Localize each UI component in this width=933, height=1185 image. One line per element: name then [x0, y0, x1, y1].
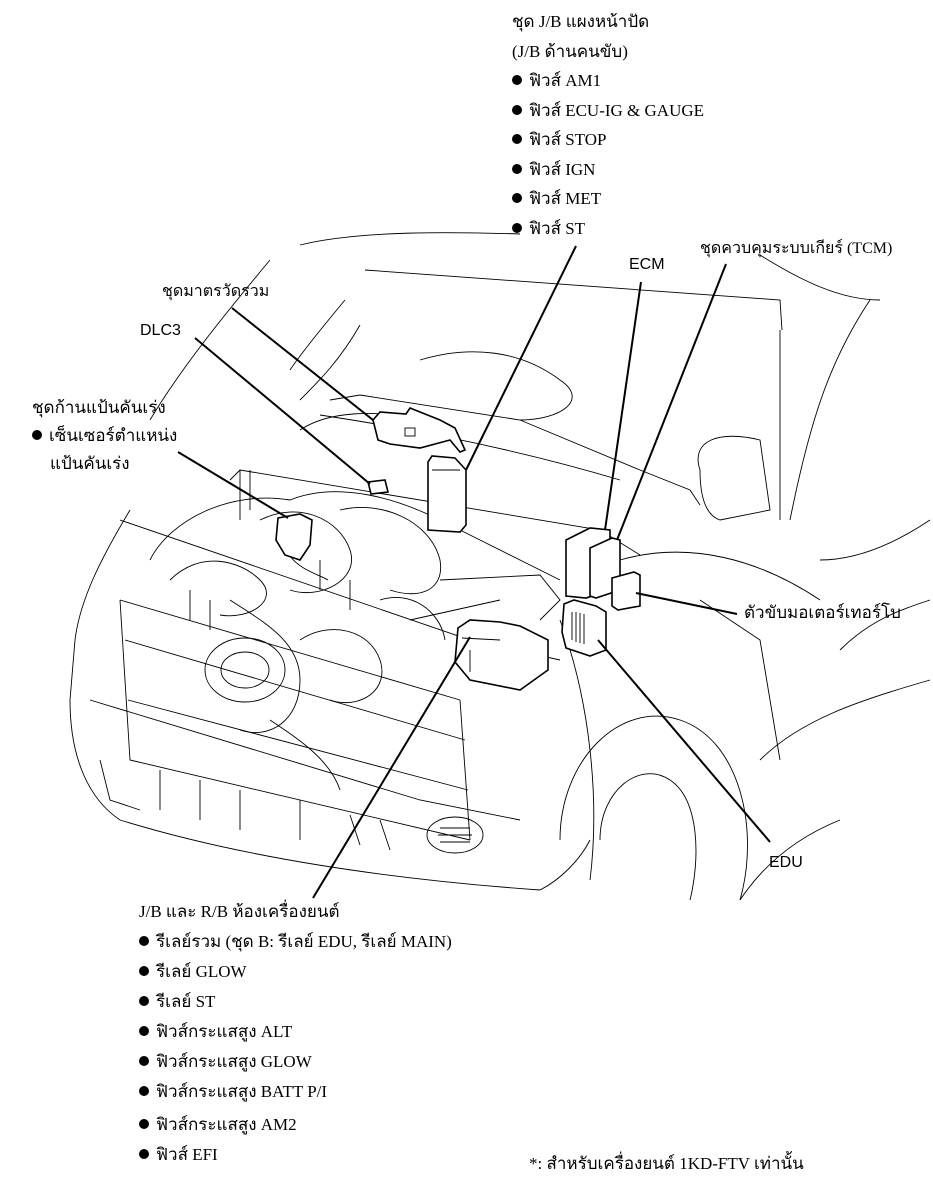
- bullet-icon: [512, 104, 522, 115]
- bullet-icon: [139, 1086, 149, 1097]
- list-item: ฟิวส์ STOP: [512, 125, 704, 155]
- leader-engine-room-jb-rb: [312, 636, 471, 899]
- list-item: ฟิวส์กระแสสูง ALT: [139, 1017, 452, 1047]
- bullet-icon: [139, 936, 149, 947]
- bullet-icon: [512, 193, 522, 204]
- leader-jb-instrument-panel: [465, 245, 577, 471]
- bullet-icon: [512, 134, 522, 145]
- engine-room-jb-rb-part: [454, 619, 549, 691]
- bullet-icon: [139, 1119, 149, 1130]
- label-ecm: ECM: [629, 256, 665, 273]
- jb-instrument-panel-subtitle: (J/B ด้านคนขับ): [512, 41, 628, 61]
- bullet-icon: [139, 1026, 149, 1037]
- leader-ecm: [604, 281, 642, 531]
- list-item: ฟิวส์ EFI: [139, 1140, 452, 1170]
- bullet-icon: [139, 966, 149, 977]
- leader-tcm: [616, 263, 727, 541]
- bullet-icon: [512, 163, 522, 174]
- combination-meter-part: [372, 407, 467, 453]
- list-item: ฟิวส์ ST: [512, 214, 704, 244]
- list-item: เซ็นเซอร์ตำแหน่ง: [32, 422, 177, 450]
- label-engine-room-jb-rb: J/B และ R/B ห้องเครื่องยนต์ รีเลย์รวม (ช…: [139, 897, 452, 1170]
- list-item: รีเลย์รวม (ชุด B: รีเลย์ EDU, รีเลย์ MAI…: [139, 927, 452, 957]
- leader-combination-meter: [231, 307, 374, 421]
- jb-instrument-panel-title: ชุด J/B แผงหน้าปัด: [512, 12, 650, 31]
- list-item: รีเลย์ ST: [139, 987, 452, 1017]
- bullet-icon: [512, 222, 522, 233]
- bullet-icon: [32, 430, 42, 441]
- label-turbo-motor-driver: ตัวขับมอเตอร์เทอร์โบ: [744, 603, 901, 622]
- label-jb-instrument-panel: ชุด J/B แผงหน้าปัด (J/B ด้านคนขับ) ฟิวส์…: [512, 7, 704, 243]
- list-item: ฟิวส์ ECU-IG & GAUGE: [512, 96, 704, 126]
- leader-accelerator-pedal: [177, 451, 289, 519]
- leader-lines: [177, 245, 771, 899]
- leader-turbo-motor-driver: [635, 592, 738, 615]
- label-dlc3: DLC3: [140, 322, 181, 339]
- turbo-motor-driver-part: [611, 571, 641, 611]
- label-combination-meter: ชุดมาตรวัดรวม: [162, 283, 270, 300]
- leader-edu: [597, 639, 771, 843]
- label-edu: EDU: [769, 854, 803, 871]
- list-item: ฟิวส์กระแสสูง BATT P/I: [139, 1077, 452, 1107]
- list-item: รีเลย์ GLOW: [139, 957, 452, 987]
- footnote: *: สำหรับเครื่องยนต์ 1KD-FTV เท่านั้น: [529, 1154, 804, 1173]
- vehicle-body-outline: [69, 232, 931, 901]
- list-item: ฟิวส์กระแสสูง GLOW: [139, 1047, 452, 1077]
- engine-outline: [149, 470, 561, 791]
- accelerator-pedal-title: ชุดก้านแป้นคันเร่ง: [32, 398, 166, 417]
- engine-room-jb-rb-title: J/B และ R/B ห้องเครื่องยนต์: [139, 902, 340, 921]
- leader-dlc3: [194, 337, 371, 485]
- label-accelerator-pedal: ชุดก้านแป้นคันเร่ง เซ็นเซอร์ตำแหน่ง แป้น…: [32, 394, 177, 478]
- list-item: ฟิวส์ MET: [512, 184, 704, 214]
- bullet-icon: [139, 1149, 149, 1160]
- list-item: ฟิวส์กระแสสูง AM2: [139, 1110, 452, 1140]
- accelerator-pedal-part: [275, 513, 329, 581]
- dlc3-part: [367, 479, 389, 495]
- accelerator-pedal-continuation: แป้นคันเร่ง: [50, 454, 130, 473]
- label-tcm: ชุดควบคุมระบบเกียร์ (TCM): [700, 240, 893, 257]
- bullet-icon: [139, 996, 149, 1007]
- list-item: ฟิวส์ AM1: [512, 66, 704, 96]
- bullet-icon: [512, 75, 522, 86]
- jb-instrument-panel-part: [427, 455, 467, 533]
- edu-part: [561, 599, 607, 657]
- list-item: ฟิวส์ IGN: [512, 155, 704, 185]
- bullet-icon: [139, 1056, 149, 1067]
